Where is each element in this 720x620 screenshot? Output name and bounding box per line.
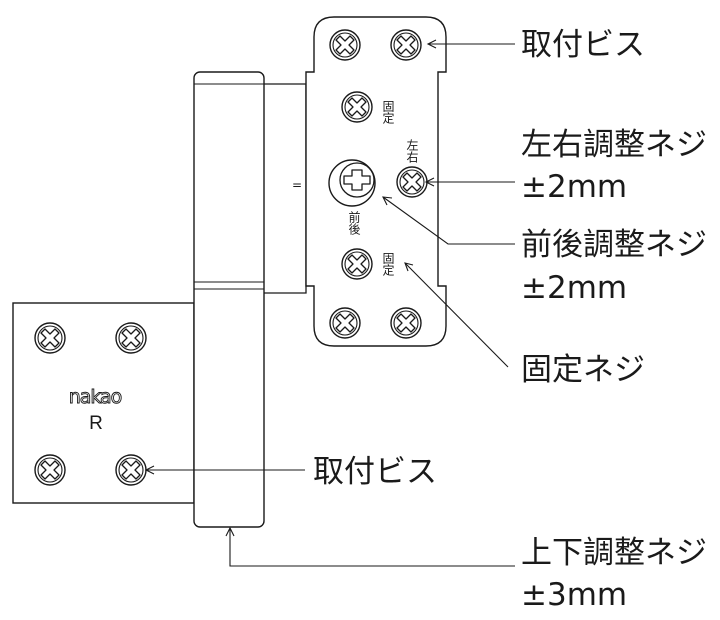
hinge-barrel [193,71,265,528]
mount-screw-right-top-2 [390,29,422,61]
left-right-adjust-screw [396,166,428,198]
label-mount-screw-bottom: 取付ビス [313,454,437,490]
engraving-front-back: 前後 [347,210,361,235]
mount-screw-left-1 [34,322,66,354]
mount-screw-right-bottom-2 [390,307,422,339]
fixing-screw-bottom [341,248,373,280]
right-leaf-plate [305,16,447,347]
brand-logo: nakao [69,386,122,408]
pin-mark: = [292,178,302,192]
front-back-adjust-screw [328,159,376,207]
mount-screw-right-bottom-1 [329,307,361,339]
fixing-screw-top [341,91,373,123]
label-fb-adjust-title: 前後調整ネジ [521,227,707,263]
mount-screw-left-2 [115,322,147,354]
label-lr-adjust-range: ±2mm [521,169,627,205]
mount-screw-left-4 [115,454,147,486]
label-lr-adjust-title: 左右調整ネジ [521,127,707,163]
label-mount-screw-top: 取付ビス [521,27,645,63]
mount-screw-right-top-1 [329,29,361,61]
engraving-fixed-top: 固定 [381,100,395,125]
mount-screw-left-3 [34,454,66,486]
label-vertical-adjust-title: 上下調整ネジ [521,535,707,571]
label-vertical-adjust-range: ±3mm [521,577,627,613]
engraving-fixed-bottom: 固定 [381,252,395,277]
label-fixing-screw: 固定ネジ [521,352,645,388]
label-fb-adjust-range: ±2mm [521,270,627,306]
side-marker: R [89,413,103,434]
leader-lines [144,39,515,567]
engraving-left-right: 左右 [405,138,419,163]
